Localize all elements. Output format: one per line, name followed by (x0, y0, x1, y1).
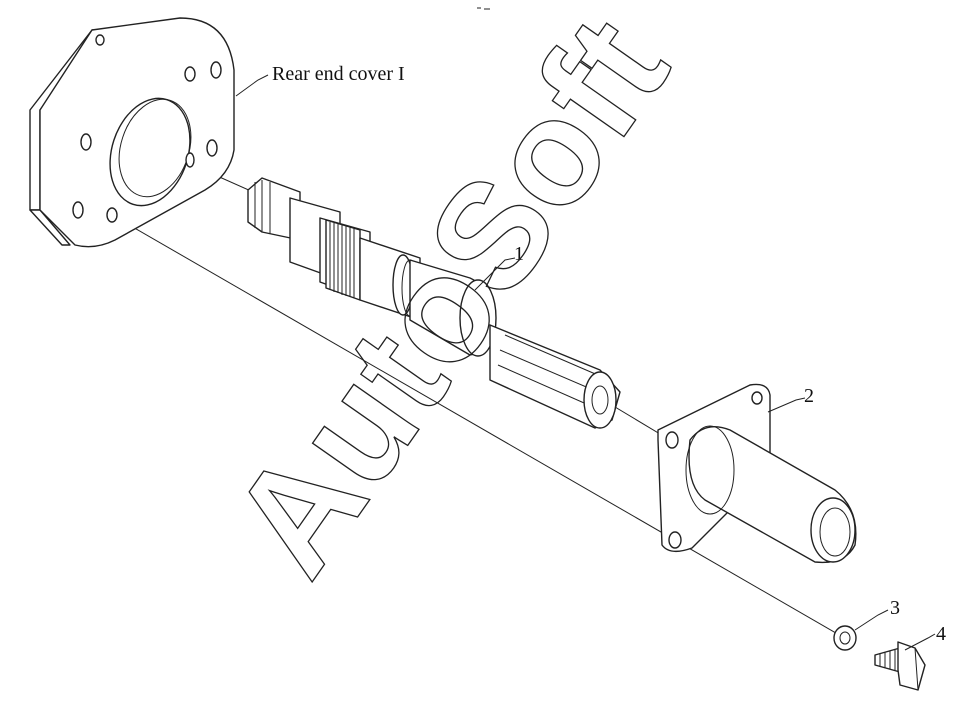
label-part-4: 4 (936, 623, 946, 645)
watermark: AutoSoft (199, 0, 700, 603)
sleeve-part-2 (657, 383, 857, 564)
shaft-part-1 (247, 177, 621, 429)
label-part-1: 1 (514, 243, 524, 265)
washer-part-3 (833, 625, 857, 651)
rear-end-cover (29, 17, 235, 248)
top-mark (477, 7, 490, 10)
label-part-3: 3 (890, 597, 900, 619)
leader-lines (235, 74, 936, 651)
label-rear-end-cover: Rear end cover I (272, 63, 405, 85)
label-part-2: 2 (804, 385, 814, 407)
bolt-part-4 (874, 641, 926, 691)
